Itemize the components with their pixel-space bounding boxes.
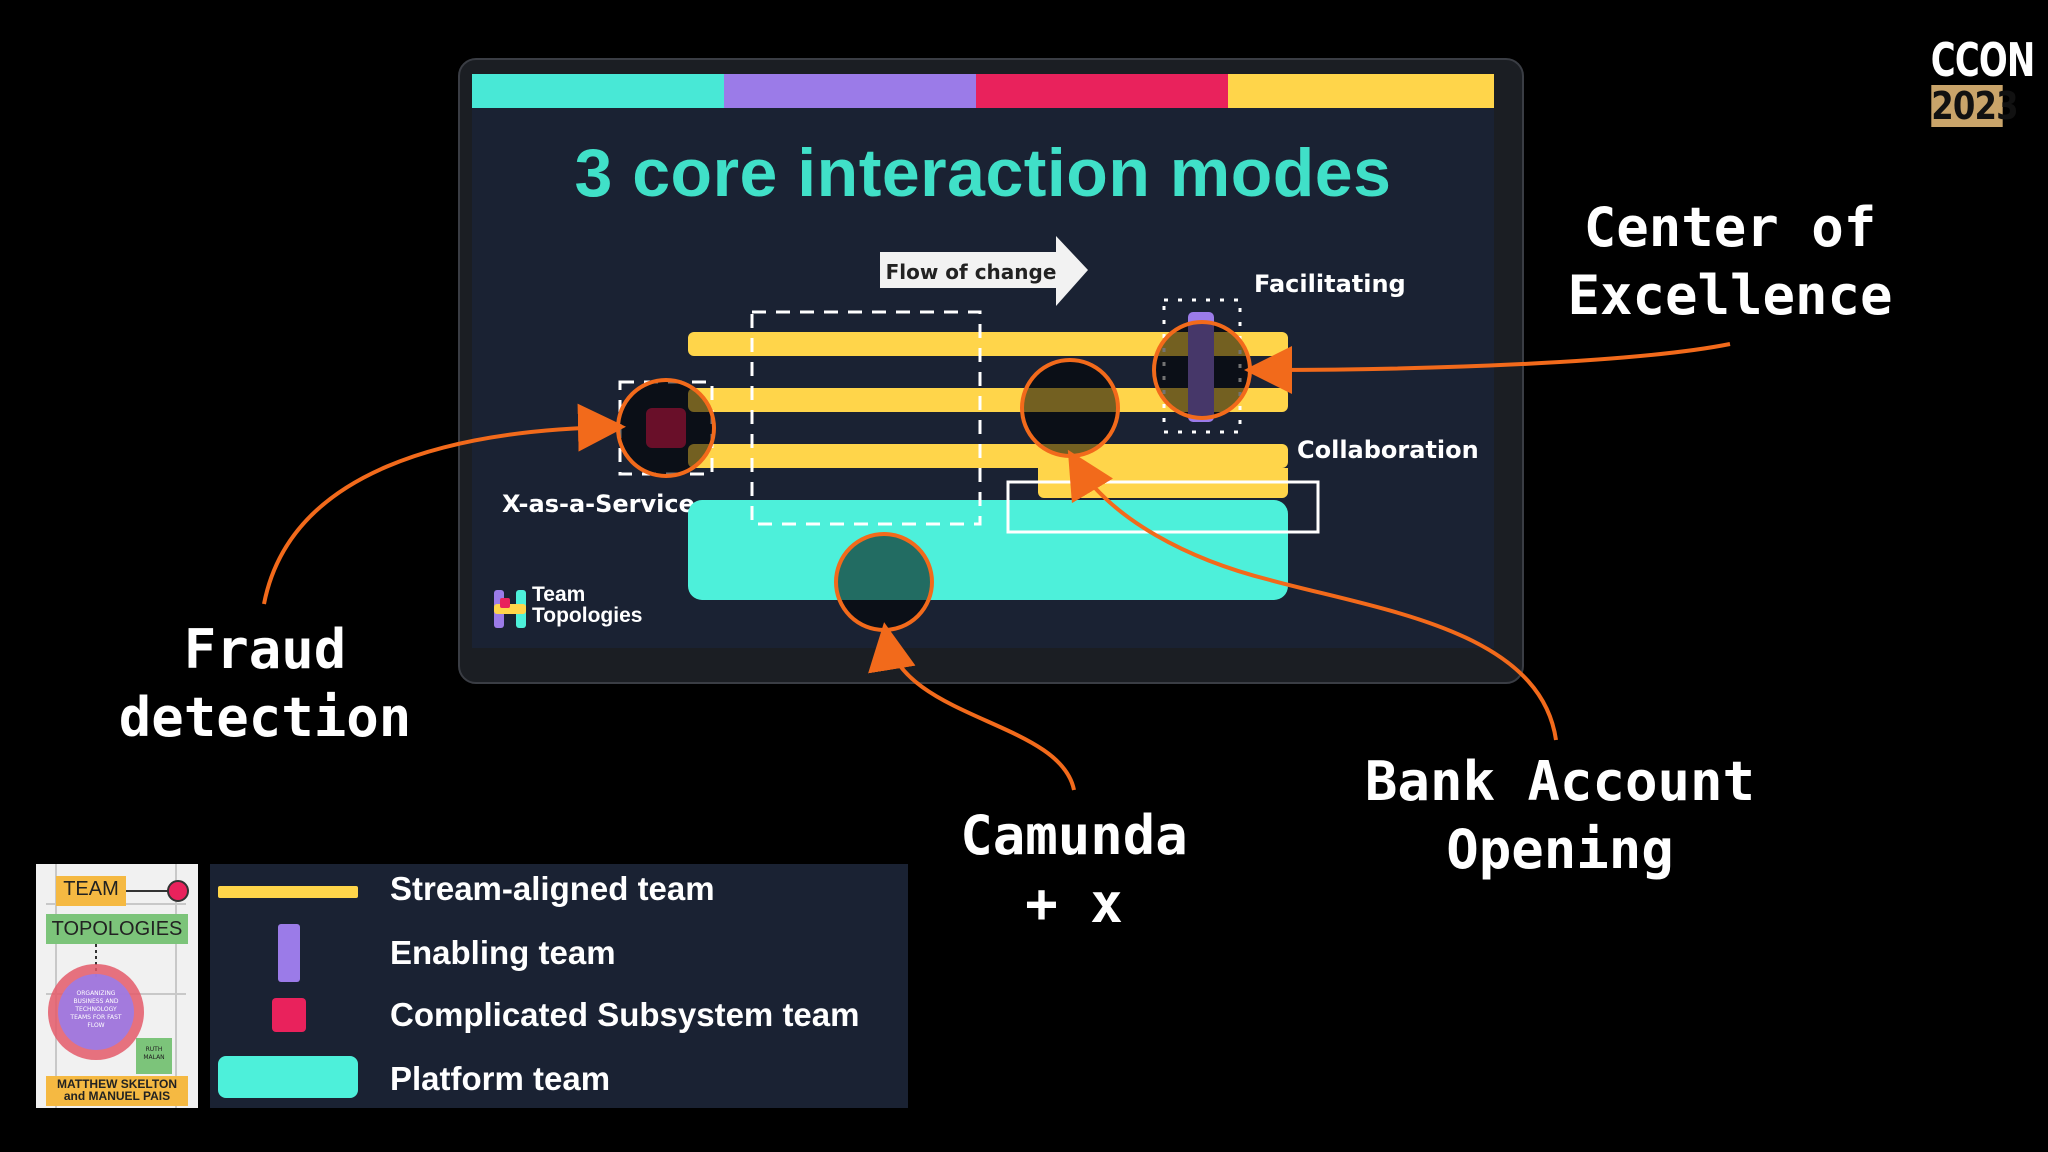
- highlight-circle-xaas: [616, 378, 716, 478]
- arrow-bank-account: [1067, 449, 1558, 741]
- legend-label-platform: Platform team: [390, 1060, 611, 1097]
- callout-fraud-line-2: detection: [118, 686, 412, 749]
- legend-label-stream-aligned: Stream-aligned team: [390, 870, 715, 907]
- top-band-red: [976, 74, 1228, 108]
- top-band-teal: [472, 74, 724, 108]
- flow-dashed-box: [750, 310, 982, 526]
- facilitating-label: Facilitating: [1254, 270, 1406, 298]
- callout-fraud-line-1: Fraud: [183, 618, 347, 681]
- highlight-circle-facilitating: [1152, 320, 1252, 420]
- slide: 3 core interaction modes Flow of change …: [472, 74, 1494, 648]
- highlight-circle-collab: [1020, 358, 1120, 458]
- book-author-2: and MANUEL PAIS: [63, 1089, 171, 1103]
- legend-swatch-platform: [218, 1056, 358, 1098]
- callout-bank-line-2: Opening: [1446, 818, 1674, 881]
- callout-camunda-line-1: Camunda: [960, 804, 1188, 867]
- collaboration-label: Collaboration: [1297, 436, 1479, 464]
- callout-bank-line-1: Bank Account: [1364, 750, 1756, 813]
- book-blurb: ORGANIZING BUSINESS AND TECHNOLOGY TEAMS…: [70, 990, 122, 1029]
- flow-of-change-arrow: [880, 236, 1088, 306]
- highlight-circle-platform: [834, 532, 934, 632]
- legend-label-enabling: Enabling team: [390, 934, 616, 971]
- callout-camunda: Camunda + x: [914, 802, 1234, 938]
- book-title-word-1: TEAM: [63, 878, 119, 900]
- team-types-legend: Stream-aligned team Enabling team Compli…: [210, 864, 908, 1108]
- book-authors: MATTHEW SKELTON and MANUEL PAIS: [46, 1078, 188, 1102]
- callout-bank-account-opening: Bank Account Opening: [1330, 748, 1790, 884]
- callout-coe-line-1: Center of: [1583, 196, 1877, 259]
- callout-fraud-detection: Fraud detection: [90, 616, 440, 752]
- flow-of-change-label: Flow of change: [885, 260, 1057, 284]
- arrow-center-of-excellence: [1244, 342, 1731, 394]
- logo-line-2: Topologies: [532, 604, 643, 627]
- xaas-label: X-as-a-Service: [502, 490, 695, 518]
- callout-center-of-excellence: Center of Excellence: [1510, 194, 1950, 330]
- top-band-purple: [724, 74, 976, 108]
- arrow-camunda: [868, 622, 1076, 791]
- stream-team-3: [688, 444, 1288, 468]
- top-band-yellow: [1228, 74, 1494, 108]
- book-cover-art: [36, 864, 198, 1108]
- book-title-word-2: TOPOLOGIES: [51, 918, 183, 940]
- team-topologies-logo-text: Team Topologies: [532, 584, 642, 626]
- team-topologies-book-cover: TEAM TOPOLOGIES ORGANIZING BUSINESS AND …: [36, 864, 198, 1108]
- collaboration-box: [1006, 480, 1320, 534]
- callout-camunda-line-2: + x: [1025, 872, 1123, 935]
- book-author-1: MATTHEW SKELTON: [57, 1077, 177, 1091]
- book-foreword: RUTH MALAN: [143, 1046, 165, 1061]
- legend-swatch-stream-aligned: [218, 886, 358, 898]
- slide-title: 3 core interaction modes: [574, 135, 1392, 211]
- legend-swatch-enabling: [278, 924, 300, 982]
- legend-label-complicated-subsystem: Complicated Subsystem team: [390, 996, 860, 1033]
- callout-coe-line-2: Excellence: [1567, 264, 1893, 327]
- team-topologies-logo-icon: [494, 590, 526, 628]
- legend-swatch-complicated-subsystem: [272, 998, 306, 1032]
- logo-line-1: Team: [532, 583, 586, 606]
- arrow-fraud-detection: [262, 403, 626, 605]
